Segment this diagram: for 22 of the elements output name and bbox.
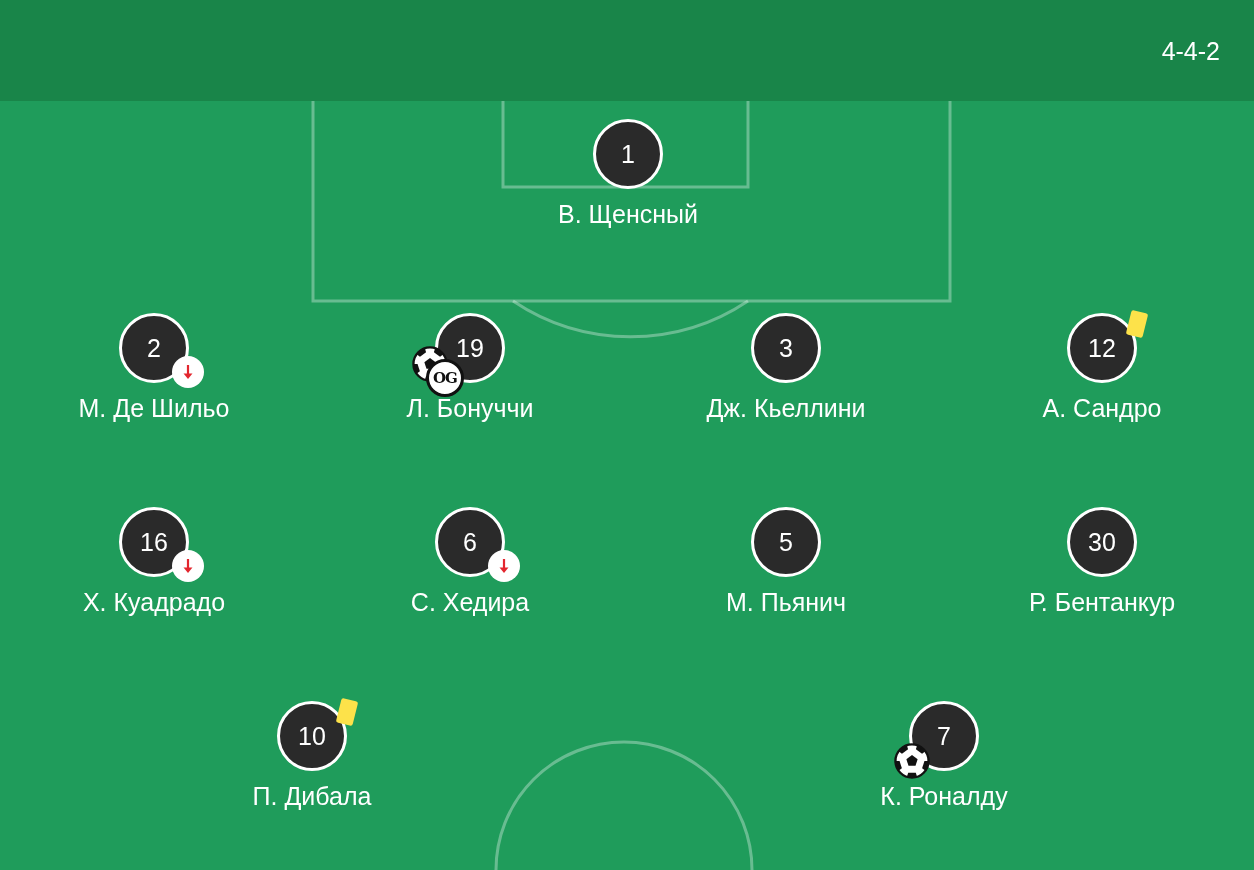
player-number-marker: 30	[1067, 507, 1137, 577]
player-number-marker: 16	[119, 507, 189, 577]
player-name: С. Хедира	[410, 587, 530, 617]
player-name: Х. Куадрадо	[82, 587, 226, 617]
player-name: В. Щенсный	[558, 199, 698, 229]
player-name: Дж. Кьеллини	[706, 393, 866, 423]
player-name: А. Сандро	[1042, 393, 1162, 423]
player-number-marker: 10	[277, 701, 347, 771]
player-number-marker: 3	[751, 313, 821, 383]
formation-label: 4-4-2	[1161, 36, 1220, 66]
player-number-marker: 2	[119, 313, 189, 383]
player-name: К. Роналду	[880, 781, 1008, 811]
player-name: Р. Бентанкур	[1028, 587, 1176, 617]
player-name: М. Де Шильо	[78, 393, 230, 423]
player-number-marker: 1	[593, 119, 663, 189]
player-number-marker: 12	[1067, 313, 1137, 383]
player-name: М. Пьянич	[726, 587, 846, 617]
player-number-marker: 6	[435, 507, 505, 577]
player-number-marker: 7	[909, 701, 979, 771]
player-number-marker: 5	[751, 507, 821, 577]
own-goal-badge: OG	[426, 359, 464, 397]
player-name: П. Дибала	[252, 781, 372, 811]
